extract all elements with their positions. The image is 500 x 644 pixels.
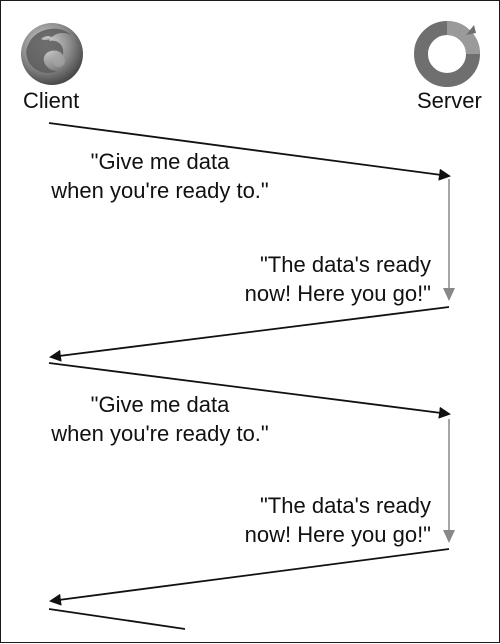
message-line: when you're ready to." (51, 421, 269, 446)
server-wait-arrowhead-1 (443, 288, 455, 301)
firefox-globe-icon (21, 23, 83, 85)
message-line: "Give me data (90, 392, 230, 417)
request-arrow-1 (48, 122, 451, 181)
response-arrow-1 (49, 306, 450, 362)
server-label: Server (417, 88, 482, 113)
client-return-line-1 (48, 362, 451, 419)
response-arrow-2 (49, 548, 450, 606)
message-line: now! Here you go!" (244, 522, 431, 547)
request-message-2: "Give me data when you're ready to." (45, 390, 275, 448)
request-message-1: "Give me data when you're ready to." (45, 147, 275, 205)
message-line: "The data's ready (260, 493, 431, 518)
server-ring-icon (414, 21, 480, 87)
response-message-1: "The data's ready now! Here you go!" (201, 250, 431, 308)
message-line: "The data's ready (260, 252, 431, 277)
message-line: now! Here you go!" (244, 281, 431, 306)
server-wait-arrowhead-2 (443, 530, 455, 543)
client-label: Client (23, 88, 80, 113)
message-line: when you're ready to." (51, 178, 269, 203)
message-line: "Give me data (90, 149, 230, 174)
response-message-2: "The data's ready now! Here you go!" (201, 491, 431, 549)
client-return-line-2 (48, 608, 186, 630)
